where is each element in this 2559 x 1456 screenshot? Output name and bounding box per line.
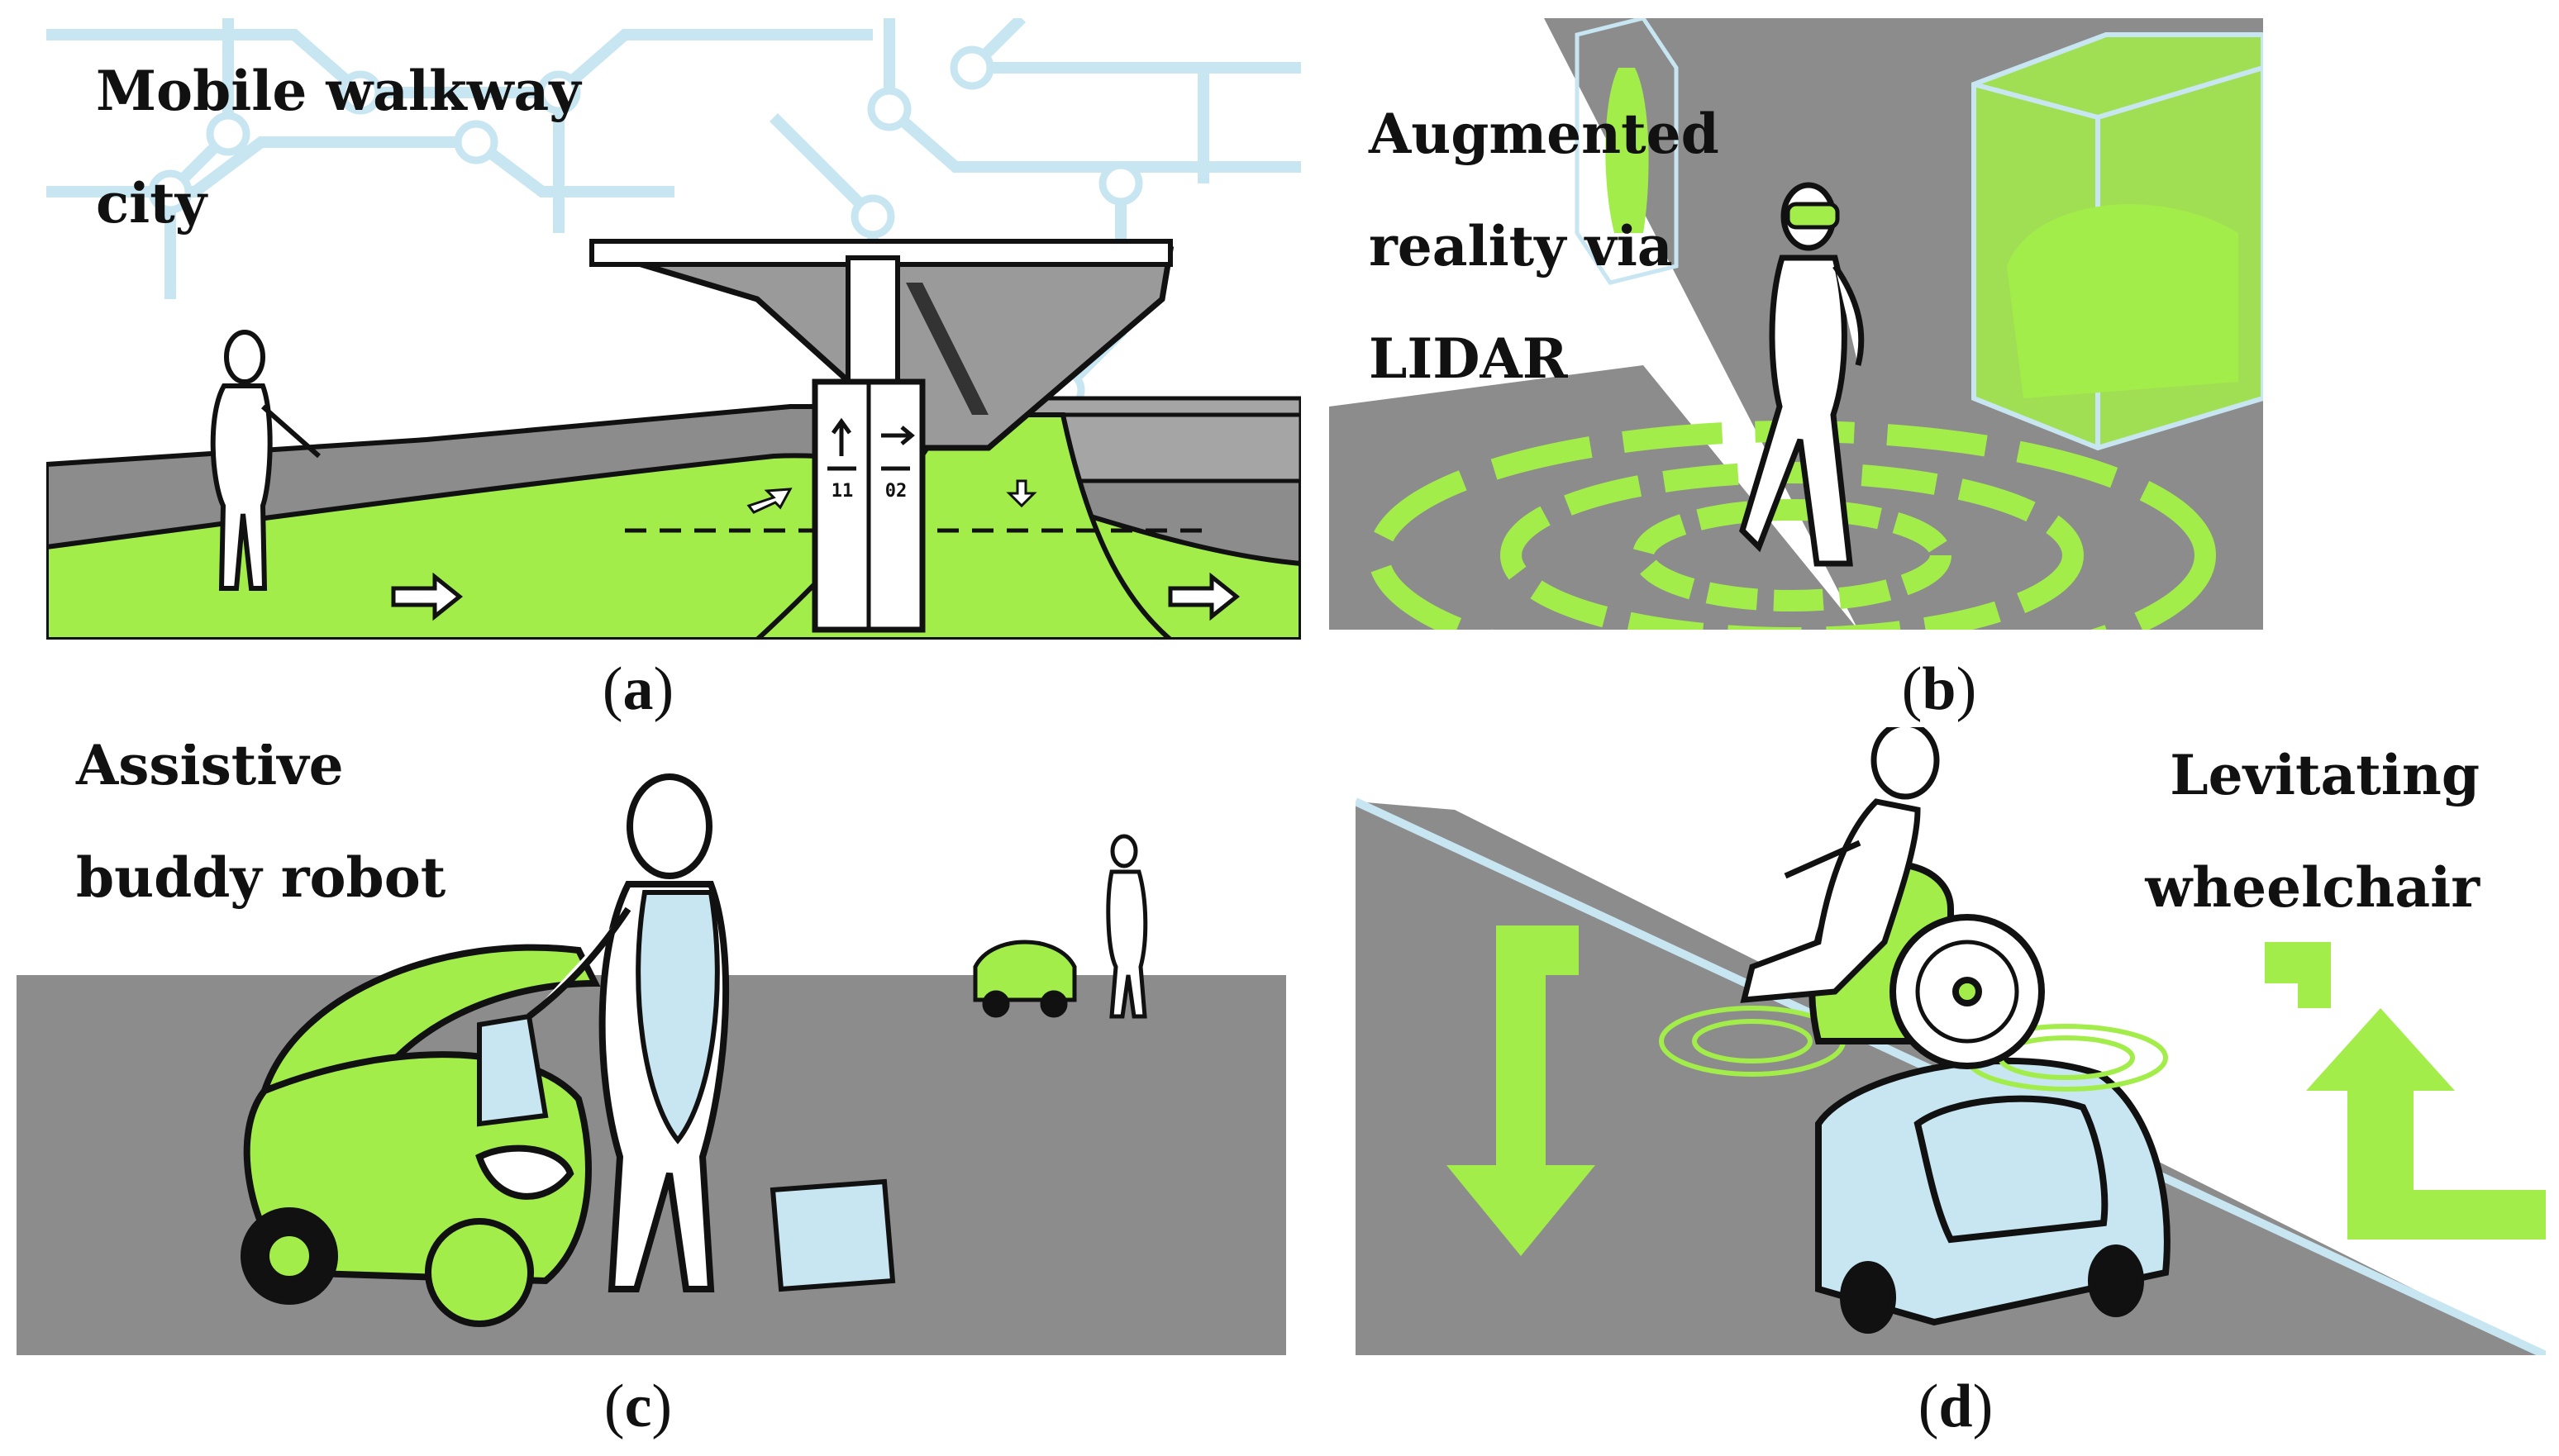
walking-person-with-headset	[1739, 182, 1865, 567]
pedestrian-figure	[210, 330, 321, 591]
caption-d: (d)	[1918, 1373, 1994, 1440]
caption-a: (a)	[602, 655, 674, 723]
panel-a-title: Mobile walkway city	[96, 59, 581, 236]
shopping-bag	[770, 1178, 896, 1292]
caption-b: (b)	[1901, 655, 1977, 723]
panel-a-illustration	[46, 18, 1301, 640]
wheelchair-user	[1740, 727, 1940, 1003]
sign-label-left: 11	[831, 481, 854, 502]
panel-c: Assistive buddy robot	[17, 744, 1286, 1355]
caption-c: (c)	[603, 1373, 673, 1440]
van	[1815, 1057, 2171, 1334]
distant-person	[1106, 834, 1148, 1019]
panel-b-illustration	[1329, 18, 2263, 630]
distant-robot	[973, 940, 1077, 1018]
panel-d-title: Levitating wheelchair	[2145, 743, 2480, 920]
green-arrow-right	[2265, 942, 2331, 1008]
green-arrow-left	[1446, 925, 1595, 1256]
network-nodes	[148, 45, 1143, 412]
panel-a: Mobile walkway city 11 02	[46, 18, 1301, 640]
panel-d-illustration	[1356, 727, 2546, 1355]
sign-label-right: 02	[884, 481, 908, 502]
panel-b: Augmented reality via LIDAR	[1329, 18, 2263, 630]
panel-b-title: Augmented reality via LIDAR	[1369, 102, 1719, 391]
panel-d: Levitating wheelchair	[1356, 727, 2546, 1355]
panel-c-title: Assistive buddy robot	[76, 744, 446, 910]
panel-c-illustration	[17, 744, 1286, 1355]
detected-pedestrian	[1575, 18, 1679, 285]
